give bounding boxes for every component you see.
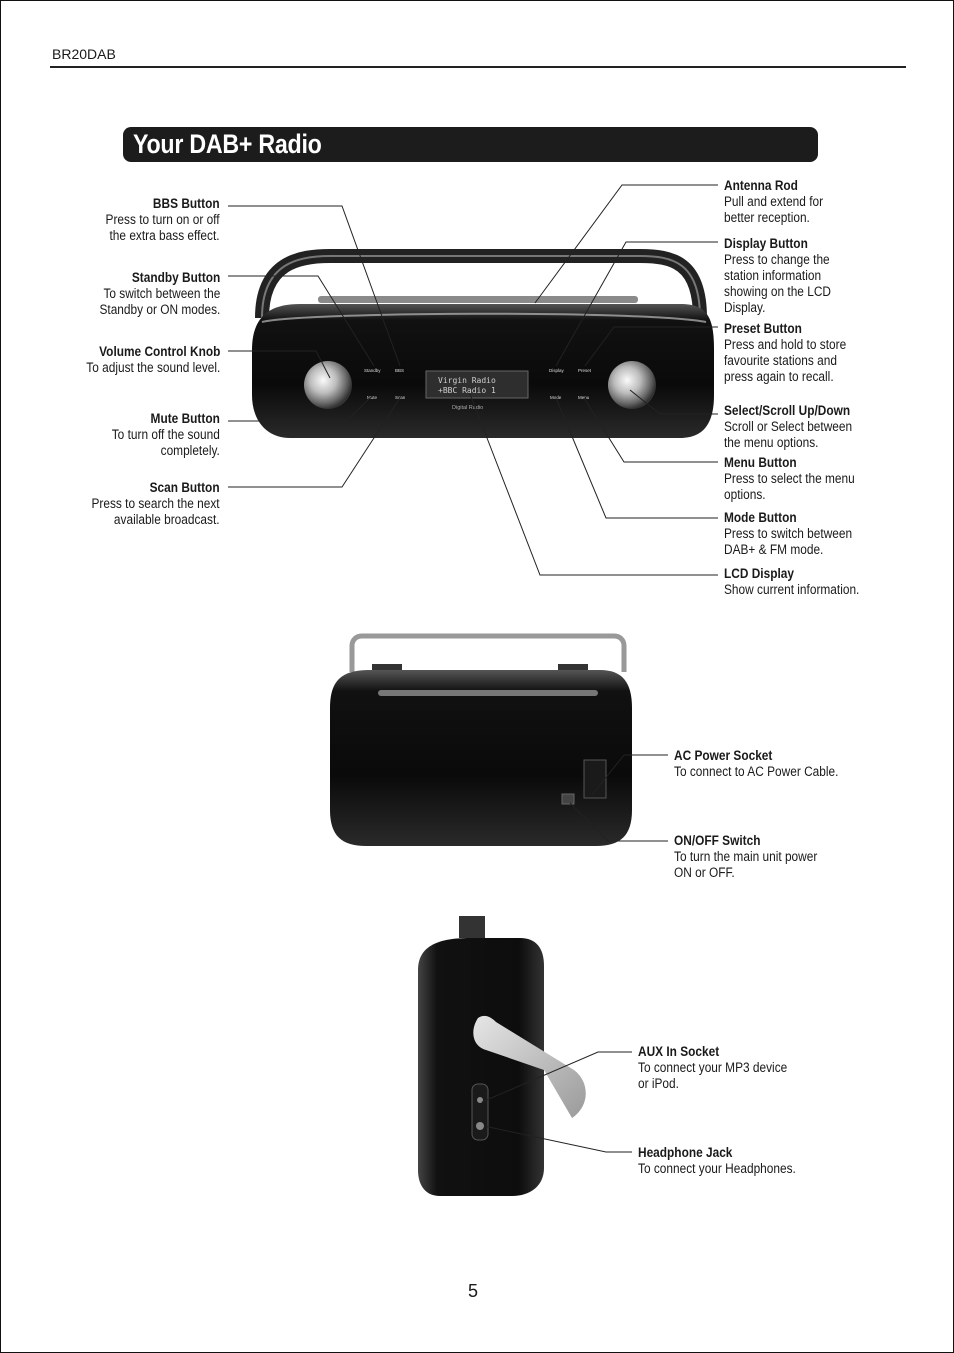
section-title: Your DAB+ Radio <box>133 129 322 159</box>
panel-label-preset: Preset <box>578 368 592 373</box>
lcd-brand: Digital Radio <box>452 405 483 411</box>
lcd-line-2: +BBC Radio 1 <box>438 386 496 395</box>
front-leader-lines <box>228 184 718 576</box>
back-view-radio <box>330 633 632 846</box>
panel-label-menu: Menu <box>578 395 590 400</box>
side-jack-panel <box>471 1083 489 1141</box>
antenna-rod-shape <box>318 296 638 303</box>
volume-knob-shape <box>304 361 352 409</box>
front-view-radio: Virgin Radio +BBC Radio 1 Digital Radio … <box>252 249 714 438</box>
panel-label-mode: Mode <box>550 395 562 400</box>
side-body <box>418 938 544 1196</box>
section-title-bar: Your DAB+ Radio <box>123 127 818 162</box>
back-leader-lines <box>569 754 668 842</box>
panel-label-bbs: BBS <box>395 368 404 373</box>
side-leader-lines <box>481 1051 632 1153</box>
header-rule <box>50 66 906 68</box>
side-top-knob <box>459 916 485 938</box>
back-antenna <box>378 690 598 696</box>
model-name: BR20DAB <box>52 46 116 62</box>
lcd-panel <box>425 370 529 399</box>
side-handle-strap <box>473 1015 586 1118</box>
panel-label-display: Display <box>549 368 565 373</box>
lcd-line-1: Virgin Radio <box>438 376 496 385</box>
front-handle-highlight <box>261 255 701 319</box>
headphone-jack-shape <box>476 1122 484 1130</box>
ac-socket-shape <box>583 759 607 799</box>
page-number: 5 <box>468 1281 479 1301</box>
side-view-radio <box>418 916 586 1196</box>
panel-label-mute: Mute <box>367 395 378 400</box>
panel-label-scan: Scan <box>395 395 406 400</box>
aux-socket-shape <box>477 1097 483 1103</box>
back-body <box>330 670 632 846</box>
select-knob-shape <box>608 361 656 409</box>
on-off-switch-shape <box>561 793 575 805</box>
back-handle <box>349 633 627 672</box>
panel-label-standby: Standby <box>364 368 381 373</box>
